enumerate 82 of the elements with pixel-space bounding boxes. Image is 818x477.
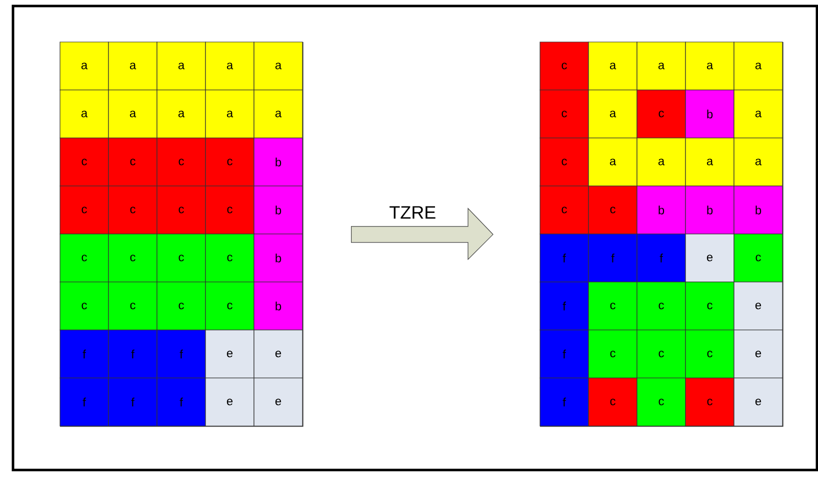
- grid-cell: a: [108, 90, 158, 138]
- grid-cell: a: [636, 42, 686, 90]
- grid-cell: e: [734, 378, 783, 426]
- grid-cell: a: [734, 90, 783, 138]
- grid-cell: a: [108, 42, 158, 90]
- grid-cell: f: [636, 234, 686, 282]
- grid-cell: f: [108, 330, 158, 378]
- grid-cell: a: [60, 42, 109, 90]
- grid-cell: b: [254, 234, 303, 282]
- grid-cell: f: [540, 330, 589, 378]
- block-arrow: [351, 208, 494, 260]
- grid-cell: c: [156, 138, 206, 186]
- grid-cell: a: [156, 42, 206, 90]
- grid-cell: a: [254, 42, 303, 90]
- grid-cell: c: [205, 138, 254, 186]
- grid-cell: c: [205, 282, 254, 330]
- grid-cell: a: [588, 138, 638, 186]
- grid-cell: c: [540, 42, 589, 90]
- grid-cell: c: [156, 234, 206, 282]
- grid-cell: e: [205, 378, 254, 426]
- grid-cell: a: [685, 138, 734, 186]
- grid-cell: f: [588, 234, 638, 282]
- grid-cell: c: [60, 234, 109, 282]
- grid-cell: c: [588, 282, 638, 330]
- grid-cell: b: [685, 186, 734, 234]
- grid-cell: b: [254, 282, 303, 330]
- grid-cell: e: [205, 330, 254, 378]
- grid-cell: b: [685, 90, 734, 138]
- grid-cell: a: [60, 90, 109, 138]
- grid-cell: c: [205, 234, 254, 282]
- grid-cell: b: [254, 138, 303, 186]
- grid-cell: c: [734, 234, 783, 282]
- grid-cell: f: [60, 330, 109, 378]
- grid-cell: c: [636, 90, 686, 138]
- grid-cell: c: [156, 186, 206, 234]
- grid-cell: a: [734, 138, 783, 186]
- grid-cell: f: [156, 378, 206, 426]
- grid-cell: c: [540, 186, 589, 234]
- grid-cell: c: [588, 186, 638, 234]
- grid-cell: f: [540, 378, 589, 426]
- grid-cell: c: [636, 330, 686, 378]
- grid-cell: b: [734, 186, 783, 234]
- grid-cell: c: [685, 282, 734, 330]
- grid-cell: a: [205, 42, 254, 90]
- grid-cell: f: [108, 378, 158, 426]
- grid-cell: a: [685, 42, 734, 90]
- grid-cell: c: [540, 138, 589, 186]
- grid-cell: c: [108, 138, 158, 186]
- grid-cell: c: [588, 330, 638, 378]
- grid-cell: e: [254, 378, 303, 426]
- grid-cell: f: [540, 234, 589, 282]
- grid-cell: e: [734, 330, 783, 378]
- grid-cell: b: [254, 186, 303, 234]
- grid-cell: a: [734, 42, 783, 90]
- grid-cell: f: [540, 282, 589, 330]
- grid-cell: c: [60, 138, 109, 186]
- grid-cell: c: [108, 234, 158, 282]
- grid-cell: c: [588, 378, 638, 426]
- grid-cell: c: [636, 282, 686, 330]
- grid-cell: f: [156, 330, 206, 378]
- grid-cell: a: [156, 90, 206, 138]
- grid-cell: c: [205, 186, 254, 234]
- grid-cell: e: [254, 330, 303, 378]
- grid-cell: c: [108, 186, 158, 234]
- grid-cell: e: [685, 234, 734, 282]
- grid-cell: c: [60, 186, 109, 234]
- grid-cell: f: [60, 378, 109, 426]
- grid-cell: c: [636, 378, 686, 426]
- grid-cell: c: [685, 378, 734, 426]
- grid-cell: a: [254, 90, 303, 138]
- grid-cell: a: [205, 90, 254, 138]
- grid-cell: c: [540, 90, 589, 138]
- grid-cell: c: [108, 282, 158, 330]
- grid-cell: a: [636, 138, 686, 186]
- grid-cell: a: [588, 90, 638, 138]
- grid-cell: c: [685, 330, 734, 378]
- grid-cell: b: [636, 186, 686, 234]
- grid-cell: e: [734, 282, 783, 330]
- edge-label: TZRE: [390, 206, 436, 219]
- grid-cell: c: [60, 282, 109, 330]
- grid-cell: a: [588, 42, 638, 90]
- grid-cell: c: [156, 282, 206, 330]
